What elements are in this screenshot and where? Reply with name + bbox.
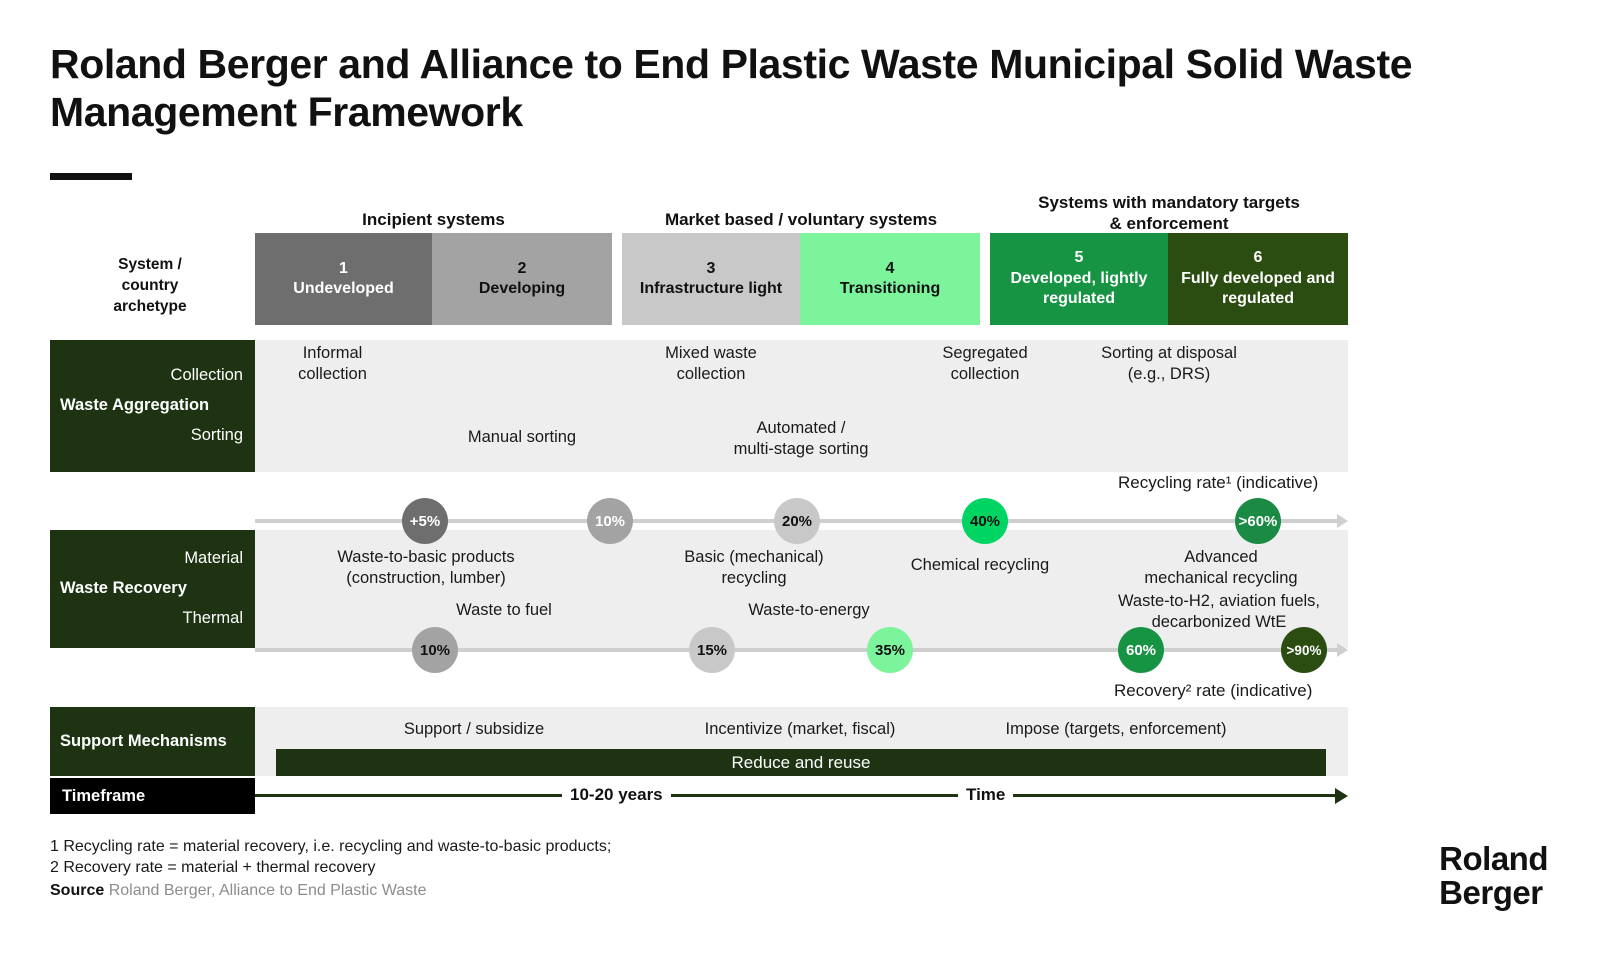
- archetype-number-1: 1: [339, 259, 348, 277]
- archetype-number-2: 2: [517, 259, 527, 277]
- archetype-number-3: 3: [706, 259, 716, 277]
- timeframe-mark-1: 10-20 years: [562, 785, 671, 805]
- aggregation-collection-item-4: Sorting at disposal (e.g., DRS): [1101, 344, 1237, 383]
- recovery-material-item-4: Advanced mechanical recycling: [1144, 548, 1298, 587]
- recovery-rate-bubble-2[interactable]: 15%: [689, 627, 735, 673]
- archetype-number-4: 4: [885, 259, 895, 277]
- thermal-axis-line: [255, 648, 1337, 652]
- support-item-1: Support / subsidize: [403, 720, 545, 738]
- aggregation-sorting-item-2: Automated / multi-stage sorting: [733, 419, 869, 458]
- recovery-rate-caption: Recovery² rate (indicative): [1114, 681, 1313, 700]
- archetype-cell-5[interactable]: 5 Developed, lightly regulated: [990, 233, 1168, 325]
- archetype-cell-1[interactable]: 1 Undeveloped: [255, 233, 432, 325]
- recovery-rate-bubble-1[interactable]: 10%: [412, 627, 458, 673]
- recovery-material-item-1: Waste-to-basic products (construction, l…: [337, 548, 515, 587]
- aggregation-sublabel-sorting: Sorting: [190, 425, 243, 444]
- group-caption-mandatory: Systems with mandatory targets & enforce…: [1038, 193, 1300, 233]
- aggregation-collection-item-2: Mixed waste collection: [665, 344, 757, 383]
- source-value: Roland Berger, Alliance to End Plastic W…: [108, 882, 427, 899]
- recycling-rate-bubble-2[interactable]: 10%: [587, 498, 633, 544]
- recovery-sublabel-thermal: Thermal: [182, 608, 243, 627]
- archetype-name-1: Undeveloped: [293, 280, 394, 297]
- timeframe-mark-2: Time: [958, 785, 1014, 805]
- section-label-waste-recovery: Material Waste Recovery Thermal: [50, 530, 255, 648]
- group-caption-market: Market based / voluntary systems: [664, 210, 938, 229]
- roland-berger-logo: Roland Berger: [1439, 842, 1548, 909]
- section-label-waste-aggregation: Collection Waste Aggregation Sorting: [50, 340, 255, 472]
- archetype-name-6: Fully developed and regulated: [1181, 269, 1335, 308]
- aggregation-sublabel-collection: Collection: [170, 366, 243, 385]
- archetype-cell-2[interactable]: 2 Developing: [432, 233, 612, 325]
- section-label-support-mechanisms: Support Mechanisms: [50, 707, 255, 776]
- support-item-2: Incentivize (market, fiscal): [704, 720, 896, 738]
- archetype-name-4: Transitioning: [839, 280, 941, 297]
- recovery-material-item-3: Chemical recycling: [910, 556, 1050, 574]
- logo-line-2: Berger: [1439, 873, 1543, 911]
- timeframe-title: Timeframe: [62, 786, 146, 805]
- page-title: Roland Berger and Alliance to End Plasti…: [50, 41, 1413, 136]
- recycling-rate-bubble-4[interactable]: 40%: [962, 498, 1008, 544]
- aggregation-sorting-item-1: Manual sorting: [467, 428, 577, 446]
- recovery-rate-bubble-5[interactable]: >90%: [1281, 627, 1327, 673]
- support-item-3: Impose (targets, enforcement): [1005, 720, 1227, 738]
- reduce-and-reuse-bar: Reduce and reuse: [276, 749, 1326, 776]
- timeframe-label: Timeframe: [50, 778, 255, 814]
- recovery-thermal-item-3: Waste-to-H2, aviation fuels, decarbonize…: [1117, 592, 1321, 631]
- support-title: Support Mechanisms: [60, 731, 227, 750]
- archetype-cell-4[interactable]: 4 Transitioning: [800, 233, 980, 325]
- archetype-number-6: 6: [1253, 249, 1263, 267]
- archetype-name-2: Developing: [478, 280, 566, 297]
- archetype-cell-3[interactable]: 3 Infrastructure light: [622, 233, 800, 325]
- recovery-rate-bubble-4[interactable]: 60%: [1118, 627, 1164, 673]
- footnote-1: 1 Recycling rate = material recovery, i.…: [50, 838, 612, 855]
- source-line: Source Roland Berger, Alliance to End Pl…: [50, 882, 427, 900]
- material-axis-arrow-icon: [1337, 514, 1348, 528]
- timeframe-arrow-icon: [1335, 788, 1348, 804]
- archetype-cell-6[interactable]: 6 Fully developed and regulated: [1168, 233, 1348, 325]
- footnote-2: 2 Recovery rate = material + thermal rec…: [50, 859, 376, 876]
- aggregation-panel: [255, 340, 1348, 472]
- recycling-rate-bubble-1[interactable]: +5%: [402, 498, 448, 544]
- archetype-name-3: Infrastructure light: [639, 280, 783, 297]
- group-caption-incipient: Incipient systems: [362, 210, 505, 229]
- archetype-name-5: Developed, lightly regulated: [1010, 269, 1148, 308]
- recovery-material-item-2: Basic (mechanical) recycling: [684, 548, 824, 587]
- reduce-and-reuse-label: Reduce and reuse: [731, 752, 871, 772]
- recovery-thermal-item-2: Waste-to-energy: [748, 601, 870, 619]
- recovery-title: Waste Recovery: [60, 579, 187, 598]
- recovery-thermal-item-1: Waste to fuel: [456, 601, 552, 619]
- recovery-rate-bubble-3[interactable]: 35%: [867, 627, 913, 673]
- recycling-rate-caption: Recycling rate¹ (indicative): [1118, 473, 1319, 492]
- thermal-axis-arrow-icon: [1337, 643, 1348, 657]
- title-rule: [50, 173, 132, 180]
- recycling-rate-bubble-5[interactable]: >60%: [1235, 498, 1281, 544]
- archetype-row-label: System / country archetype: [113, 256, 187, 315]
- timeframe-axis-line: [255, 794, 1337, 797]
- aggregation-collection-item-1: Informal collection: [298, 344, 367, 383]
- aggregation-title: Waste Aggregation: [60, 396, 210, 415]
- aggregation-collection-item-3: Segregated collection: [942, 344, 1028, 383]
- source-label: Source: [50, 882, 105, 899]
- archetype-number-5: 5: [1074, 249, 1084, 267]
- recycling-rate-bubble-3[interactable]: 20%: [774, 498, 820, 544]
- recovery-sublabel-material: Material: [184, 549, 243, 568]
- logo-line-1: Roland: [1439, 840, 1548, 877]
